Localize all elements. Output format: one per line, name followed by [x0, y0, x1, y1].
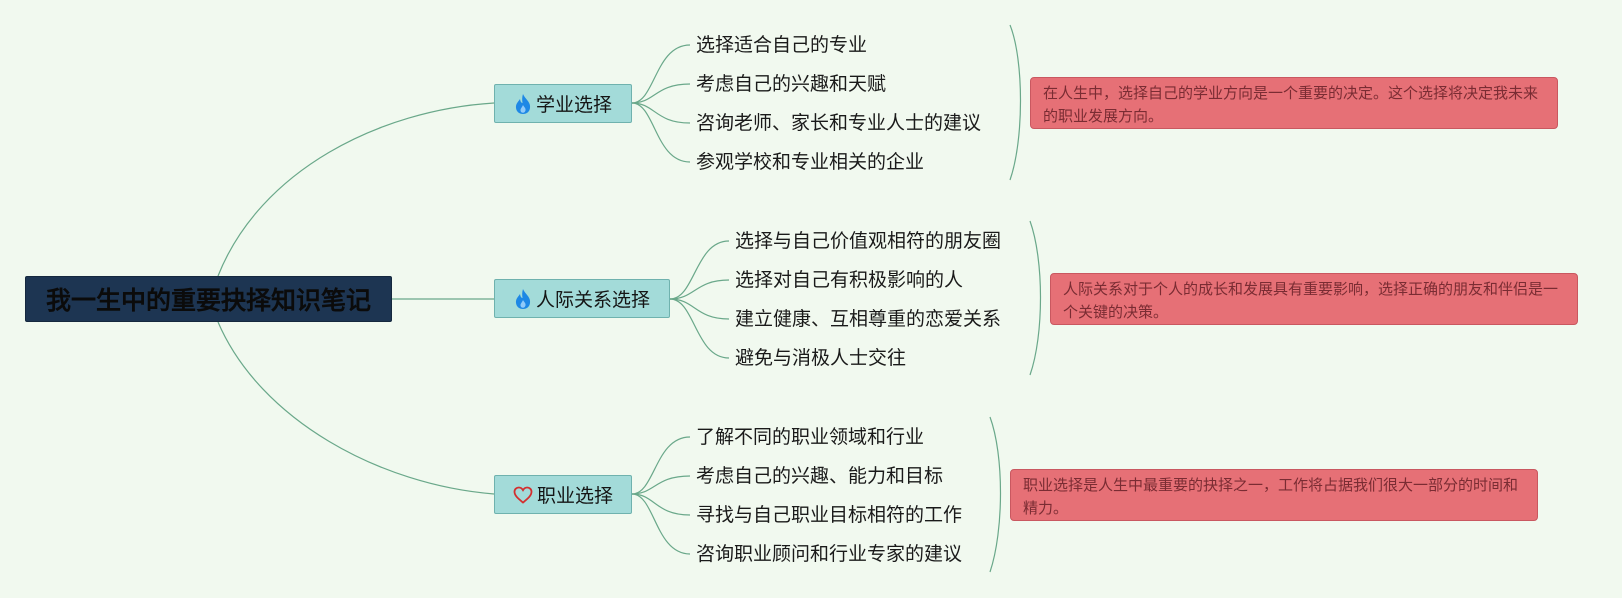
summary-bracket-2	[1029, 220, 1042, 376]
branch-topic-career[interactable]: 职业选择	[494, 475, 632, 514]
branch-topic-study[interactable]: 学业选择	[494, 84, 632, 123]
branch-1-link-4	[631, 102, 691, 163]
branch-2-link-4	[669, 298, 730, 359]
summary-text-career: 职业选择是人生中最重要的抉择之一，工作将占据我们很大一部分的时间和精力。	[1023, 476, 1519, 517]
leaf-study-2[interactable]: 考虑自己的兴趣和天赋	[696, 73, 887, 95]
leaf-relationships-2[interactable]: 选择对自己有积极影响的人	[735, 269, 964, 291]
branch-1-link-1	[631, 44, 691, 104]
summary-note-relationships[interactable]: 人际关系对于个人的成长和发展具有重要影响，选择正确的朋友和伴侣是一个关键的决策。	[1050, 273, 1578, 325]
branch-3-link-1	[631, 436, 691, 495]
leaf-relationships-3[interactable]: 建立健康、互相尊重的恋爱关系	[735, 308, 1002, 330]
summary-text-study: 在人生中，选择自己的学业方向是一个重要的决定。这个选择将决定我未来的职业发展方向…	[1043, 84, 1539, 125]
summary-bracket-1	[1009, 24, 1022, 181]
branch-3-link-3	[631, 493, 691, 516]
root-link-3	[217, 321, 495, 495]
branch-2-link-3	[669, 298, 730, 320]
leaf-career-4[interactable]: 咨询职业顾问和行业专家的建议	[696, 543, 963, 565]
leaf-study-3[interactable]: 咨询老师、家长和专业人士的建议	[696, 112, 982, 134]
leaf-career-2[interactable]: 考虑自己的兴趣、能力和目标	[696, 465, 944, 487]
branch-1-link-2	[631, 83, 691, 104]
summary-note-study[interactable]: 在人生中，选择自己的学业方向是一个重要的决定。这个选择将决定我未来的职业发展方向…	[1030, 77, 1558, 129]
leaf-relationships-4[interactable]: 避免与消极人士交往	[735, 347, 907, 369]
branch-1-link-3	[631, 102, 691, 124]
branch-2-link-1	[669, 240, 730, 300]
leaf-study-1[interactable]: 选择适合自己的专业	[696, 34, 868, 56]
fire-icon	[515, 93, 531, 114]
leaf-career-1[interactable]: 了解不同的职业领域和行业	[696, 426, 925, 448]
heart-icon	[513, 486, 533, 504]
leaf-relationships-1[interactable]: 选择与自己价值观相符的朋友圈	[735, 230, 1002, 252]
leaf-career-3[interactable]: 寻找与自己职业目标相符的工作	[696, 504, 963, 526]
root-title: 我一生中的重要抉择知识笔记	[45, 286, 371, 315]
branch-2-link-2	[669, 279, 730, 300]
branch-label-study: 学业选择	[535, 94, 612, 116]
summary-bracket-3	[989, 416, 1002, 573]
summary-note-career[interactable]: 职业选择是人生中最重要的抉择之一，工作将占据我们很大一部分的时间和精力。	[1010, 469, 1538, 521]
summary-text-relationships: 人际关系对于个人的成长和发展具有重要影响，选择正确的朋友和伴侣是一个关键的决策。	[1063, 280, 1559, 321]
root-link-1	[217, 102, 495, 277]
leaf-study-4[interactable]: 参观学校和专业相关的企业	[696, 151, 925, 173]
branch-topic-relationships[interactable]: 人际关系选择	[494, 279, 670, 318]
branch-3-link-4	[631, 493, 691, 555]
branch-3-link-2	[631, 475, 691, 495]
branch-label-relationships: 人际关系选择	[535, 289, 650, 311]
root-topic[interactable]: 我一生中的重要抉择知识笔记	[25, 276, 392, 322]
fire-icon	[515, 288, 531, 309]
branch-label-career: 职业选择	[536, 485, 613, 507]
